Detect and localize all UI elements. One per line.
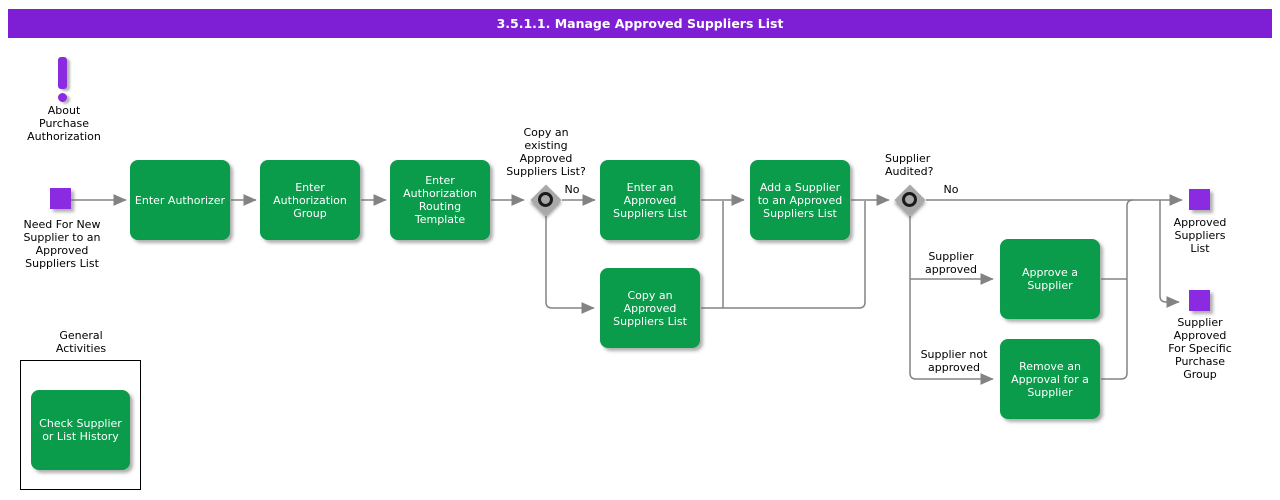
decision2-question-label: Supplier Audited? [885,152,934,178]
start-event-need-for-new-supplier[interactable] [50,188,71,209]
end-event-approved-suppliers-list[interactable] [1189,189,1210,210]
task-remove-an-approval-label: Remove an Approval for a Supplier [1011,359,1089,399]
connector-remove-out-merge-up [1101,199,1134,380]
task-enter-authorizer-label: Enter Authorizer [134,193,226,207]
task-copy-an-approved-suppliers-list-label: Copy an Approved Suppliers List [613,288,687,328]
end-event-supplier-approved-label: Supplier Approved For Specific Purchase … [1168,316,1232,381]
connector-copy-list-bypass [701,201,866,309]
connector-decision1-down-to-copy-list [545,216,595,314]
connector-decision2-down [909,216,994,385]
title-bar: 3.5.1.1. Manage Approved Suppliers List [8,9,1272,38]
task-copy-an-approved-suppliers-list[interactable]: Copy an Approved Suppliers List [600,268,700,348]
decision1-no-label: No [564,183,580,196]
task-check-supplier-or-list-history-label: Check Supplier or List History [39,417,122,443]
end-event-supplier-approved-for-specific-purchase-group[interactable] [1189,290,1210,311]
task-enter-authorization-group[interactable]: Enter Authorization Group [260,160,360,240]
task-enter-authorization-group-label: Enter Authorization Group [273,180,347,220]
general-activities-label: General Activities [55,329,107,355]
supplier-approved-branch-label: Supplier approved [925,250,977,276]
exclamation-icon-dot[interactable] [58,93,67,102]
exclamation-icon[interactable] [58,57,67,89]
task-remove-an-approval-for-a-supplier[interactable]: Remove an Approval for a Supplier [1000,339,1100,419]
task-enter-an-approved-suppliers-list-label: Enter an Approved Suppliers List [613,180,687,220]
end-event-approved-suppliers-list-label: Approved Suppliers List [1173,216,1227,255]
task-add-a-supplier-to-an-approved-suppliers-list[interactable]: Add a Supplier to an Approved Suppliers … [750,160,850,240]
decision1-question-label: Copy an existing Approved Suppliers List… [506,126,586,178]
task-approve-a-supplier-label: Approve a Supplier [1021,266,1078,292]
task-add-a-supplier-label: Add a Supplier to an Approved Suppliers … [757,180,843,220]
task-enter-authorization-routing-template[interactable]: Enter Authorization Routing Template [390,160,490,240]
connector-branch-to-purchase-group [1159,200,1180,308]
page-title: 3.5.1.1. Manage Approved Suppliers List [496,16,784,31]
start-event-label: Need For New Supplier to an Approved Sup… [23,218,101,270]
task-enter-an-approved-suppliers-list[interactable]: Enter an Approved Suppliers List [600,160,700,240]
decision2-ring-icon [902,192,917,207]
task-approve-a-supplier[interactable]: Approve a Supplier [1000,239,1100,319]
decision1-ring-icon [538,192,553,207]
task-enter-authorization-routing-template-label: Enter Authorization Routing Template [403,174,477,226]
decision2-no-label: No [943,183,959,196]
supplier-not-approved-branch-label: Supplier not approved [920,348,988,374]
about-purchase-authorization-label: About Purchase Authorization [27,104,101,143]
task-check-supplier-or-list-history[interactable]: Check Supplier or List History [31,390,130,470]
task-enter-authorizer[interactable]: Enter Authorizer [130,160,230,240]
